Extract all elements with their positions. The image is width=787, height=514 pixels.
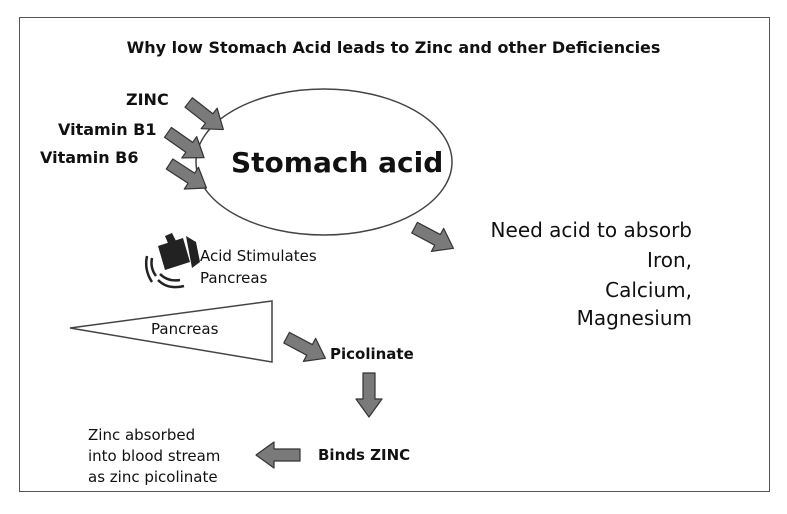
input-vitamin-b6: Vitamin B6: [40, 148, 139, 167]
input-vitamin-b1: Vitamin B1: [58, 120, 157, 139]
pancreas-label: Pancreas: [151, 320, 219, 338]
stimulates-line-1: Acid Stimulates: [200, 247, 317, 265]
absorb-line-2: Iron,: [647, 248, 692, 272]
stomach-acid-label: Stomach acid: [231, 146, 444, 179]
arrow-absorb: [407, 215, 461, 261]
arrow-picolinate: [279, 325, 333, 371]
speaker-icon: [144, 233, 200, 289]
absorbed-line-2: into blood stream: [88, 447, 221, 465]
diagram-frame: [19, 17, 770, 492]
picolinate-label: Picolinate: [330, 345, 414, 363]
binds-zinc-label: Binds ZINC: [318, 446, 411, 464]
stimulates-line-2: Pancreas: [200, 269, 268, 287]
absorb-line-4: Magnesium: [576, 306, 692, 330]
diagram-title: Why low Stomach Acid leads to Zinc and o…: [126, 38, 661, 57]
absorb-line-1: Need acid to absorb: [490, 218, 692, 242]
arrow-left: [255, 441, 301, 469]
absorbed-line-1: Zinc absorbed: [88, 426, 196, 444]
pancreas-wedge: [69, 300, 273, 363]
arrow-down: [355, 372, 383, 418]
absorbed-line-3: as zinc picolinate: [88, 468, 218, 486]
input-zinc: ZINC: [126, 90, 169, 109]
stomach-ellipse: [195, 88, 453, 236]
absorb-line-3: Calcium,: [605, 278, 692, 302]
